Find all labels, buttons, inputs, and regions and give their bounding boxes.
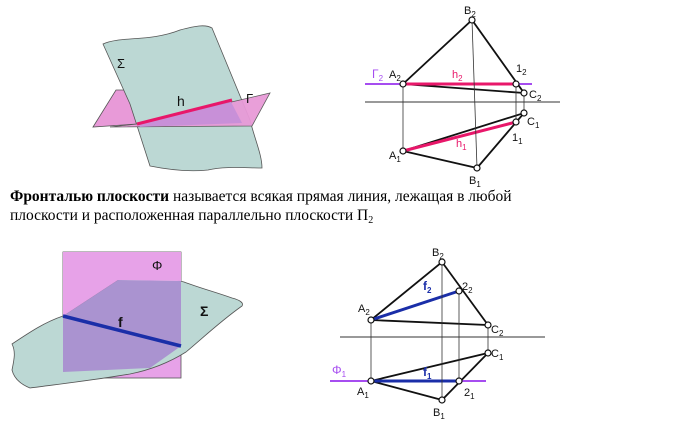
- label2-22: 22: [462, 281, 473, 295]
- label2-A2: A2: [358, 303, 370, 317]
- h1-line: [402, 120, 517, 153]
- label-11: 11: [512, 132, 523, 146]
- caption-line-1-rest: называется всякая прямая линия, лежащая …: [172, 188, 512, 205]
- f-line: [62, 314, 182, 348]
- point-C1: [520, 109, 528, 117]
- point2-A2: [367, 316, 375, 324]
- trace-phi1-label: Φ1: [332, 363, 347, 379]
- point2-B2: [438, 258, 446, 266]
- triangle-frontal-1: [400, 18, 526, 95]
- trace-gamma2-label: Γ2: [372, 67, 384, 83]
- fig2-pictorial: Φ Σ f: [11, 251, 243, 389]
- label-C1: C1: [527, 116, 540, 130]
- caption-line-2-sub: 2: [368, 215, 374, 226]
- sigma-label-2: Σ: [200, 303, 208, 319]
- h-line: [136, 98, 233, 126]
- planes-overlap: [137, 100, 242, 127]
- point-B1: [473, 164, 481, 172]
- point2-A1: [367, 377, 375, 385]
- sigma-plane: [102, 25, 263, 172]
- label2-B1: B1: [433, 407, 445, 421]
- label-A1: A1: [389, 150, 401, 164]
- caption-term: Фронталью плоскости: [10, 188, 170, 205]
- phi-plane-top: [63, 252, 181, 316]
- point-11: [512, 118, 520, 126]
- label2-B2: B2: [432, 247, 444, 261]
- caption-line-2: плоскости и расположенная параллельно пл…: [10, 206, 650, 230]
- label2-C2: C2: [491, 324, 504, 338]
- label-h1: h1: [456, 138, 467, 152]
- f2-line: [370, 289, 460, 322]
- label-C2: C2: [529, 89, 542, 103]
- triangle-horizontal-1: [399, 111, 527, 169]
- gamma-label: Γ: [246, 91, 253, 106]
- point-B2: [468, 16, 476, 24]
- label2-f2: f2: [423, 279, 432, 295]
- label2-21: 21: [464, 387, 475, 401]
- point-A2: [399, 80, 407, 88]
- point2-C1: [484, 349, 492, 357]
- triangle-frontal-2: [368, 260, 490, 326]
- point2-C2: [484, 321, 492, 329]
- point-A1: [399, 147, 407, 155]
- label-B1: B1: [469, 175, 481, 189]
- definition-caption: Фронталью плоскости называется всякая пр…: [10, 187, 650, 230]
- h-label: h: [177, 93, 185, 109]
- label-A2: A2: [389, 69, 401, 83]
- label-B2: B2: [464, 5, 476, 19]
- sigma-label: Σ: [117, 56, 125, 71]
- caption-line-1: Фронталью плоскости называется всякая пр…: [10, 187, 650, 206]
- caption-line-2-text: плоскости и расположенная параллельно пл…: [10, 207, 369, 224]
- label2-A1: A1: [357, 386, 369, 400]
- fig2-epure: Φ1 A2 B2 22 C2 f2 C1 f1 21 A1 B1: [330, 247, 545, 421]
- label-12: 12: [516, 63, 527, 77]
- triangle-horizontal-2: [370, 351, 491, 402]
- point-C2: [520, 89, 528, 97]
- label2-f1: f1: [423, 365, 432, 381]
- link-B: [471, 19, 478, 169]
- fig1-epure: Γ2 A2 B2 12 C2 h2 C1 11 h1 A1 B1: [365, 5, 560, 189]
- point2-22: [455, 287, 463, 295]
- point2-B1: [438, 396, 446, 404]
- point-12: [512, 80, 520, 88]
- planes-overlap-2: [63, 280, 181, 372]
- point2-21: [455, 377, 463, 385]
- label-h2: h2: [452, 69, 463, 83]
- phi-label: Φ: [152, 258, 162, 273]
- fig1-pictorial: Σ Γ h: [92, 25, 271, 172]
- label2-C1: C1: [491, 348, 504, 362]
- f-label: f: [118, 314, 123, 330]
